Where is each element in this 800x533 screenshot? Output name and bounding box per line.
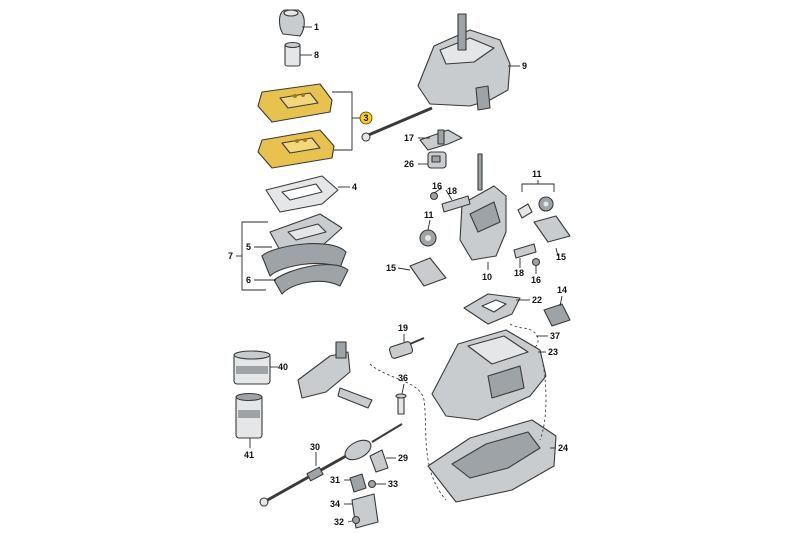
part-26-switch[interactable]	[427, 151, 447, 169]
callout-16a: 16	[432, 181, 442, 191]
callout-3-highlight	[359, 111, 373, 125]
callout-11a: 11	[424, 210, 434, 220]
part-9-upper-housing[interactable]	[417, 13, 511, 111]
part-18-lever-upper[interactable]	[441, 195, 471, 213]
part-11-clip[interactable]	[517, 203, 533, 219]
callout-32: 32	[334, 517, 344, 527]
part-41-bottle[interactable]	[235, 392, 263, 439]
part-32-nut[interactable]	[351, 515, 361, 525]
part-6-gate-bellows[interactable]	[261, 243, 349, 295]
part-36-bolt[interactable]	[395, 393, 407, 415]
callout-15a: 15	[386, 263, 396, 273]
part-37-spring	[509, 323, 539, 351]
callout-22: 22	[532, 295, 542, 305]
part-16-screw-upper[interactable]	[429, 191, 439, 201]
part-8-sleeve[interactable]	[284, 41, 301, 67]
part-24-base-tray[interactable]	[427, 419, 557, 503]
part-31-bracket[interactable]	[349, 473, 367, 493]
callout-10: 10	[482, 272, 492, 282]
callout-24: 24	[558, 443, 568, 453]
part-40-container[interactable]	[233, 350, 271, 385]
part-30-cable[interactable]	[259, 423, 403, 507]
part-19-actuator[interactable]	[388, 337, 425, 359]
callout-7: 7	[228, 251, 233, 261]
callout-37: 37	[550, 331, 560, 341]
part-29-clip[interactable]	[369, 449, 389, 473]
callout-8: 8	[314, 50, 319, 60]
part-22-bracket[interactable]	[463, 293, 521, 325]
callout-36: 36	[398, 373, 408, 383]
callout-6: 6	[246, 275, 251, 285]
callout-33: 33	[388, 479, 398, 489]
part-10-selector-mechanism[interactable]	[459, 153, 507, 261]
part-23-lower-housing[interactable]	[431, 329, 547, 421]
callout-18b: 18	[514, 268, 524, 278]
part-11-gear-right[interactable]	[538, 196, 554, 212]
part-11-gear-left[interactable]	[419, 229, 437, 247]
part-4-gasket[interactable]	[265, 175, 339, 213]
callout-34: 34	[330, 499, 340, 509]
part-15-slider-right[interactable]	[533, 215, 571, 243]
part-1-shift-knob[interactable]	[278, 9, 305, 37]
callout-18a: 18	[447, 186, 457, 196]
part-14-sensor[interactable]	[543, 303, 571, 327]
callout-11b: 11	[532, 169, 542, 179]
part-18-lever-lower[interactable]	[513, 243, 537, 259]
callout-5: 5	[246, 242, 251, 252]
callout-1: 1	[314, 22, 319, 32]
part-17-fork[interactable]	[419, 129, 463, 151]
callouts: 1 8 3 4 5 7 6 9 17 26 16 18 11 11 15 15 …	[228, 22, 568, 527]
callout-4: 4	[352, 182, 357, 192]
callout-3: 3	[364, 113, 369, 123]
callout-31: 31	[330, 475, 340, 485]
callout-16b: 16	[531, 275, 541, 285]
callout-9: 9	[522, 61, 527, 71]
callout-14: 14	[557, 285, 567, 295]
callout-30: 30	[310, 442, 320, 452]
callout-19: 19	[398, 323, 408, 333]
leader-lines	[236, 26, 563, 523]
part-33-screw[interactable]	[367, 479, 377, 489]
lever-mechanism[interactable]	[297, 341, 373, 409]
cable-path	[369, 363, 447, 501]
part-16-screw-lower[interactable]	[531, 257, 541, 267]
callout-41: 41	[244, 450, 254, 460]
callout-15b: 15	[556, 252, 566, 262]
part-3-trim-cover-upper[interactable]	[257, 83, 333, 123]
callout-26: 26	[404, 159, 414, 169]
callout-29: 29	[398, 453, 408, 463]
part-15-slider-left[interactable]	[409, 257, 447, 287]
part-3-trim-cover-lower[interactable]	[257, 129, 335, 169]
callout-17: 17	[404, 133, 414, 143]
callout-23: 23	[548, 347, 558, 357]
part-shaft[interactable]	[361, 106, 433, 142]
callout-40: 40	[278, 362, 288, 372]
